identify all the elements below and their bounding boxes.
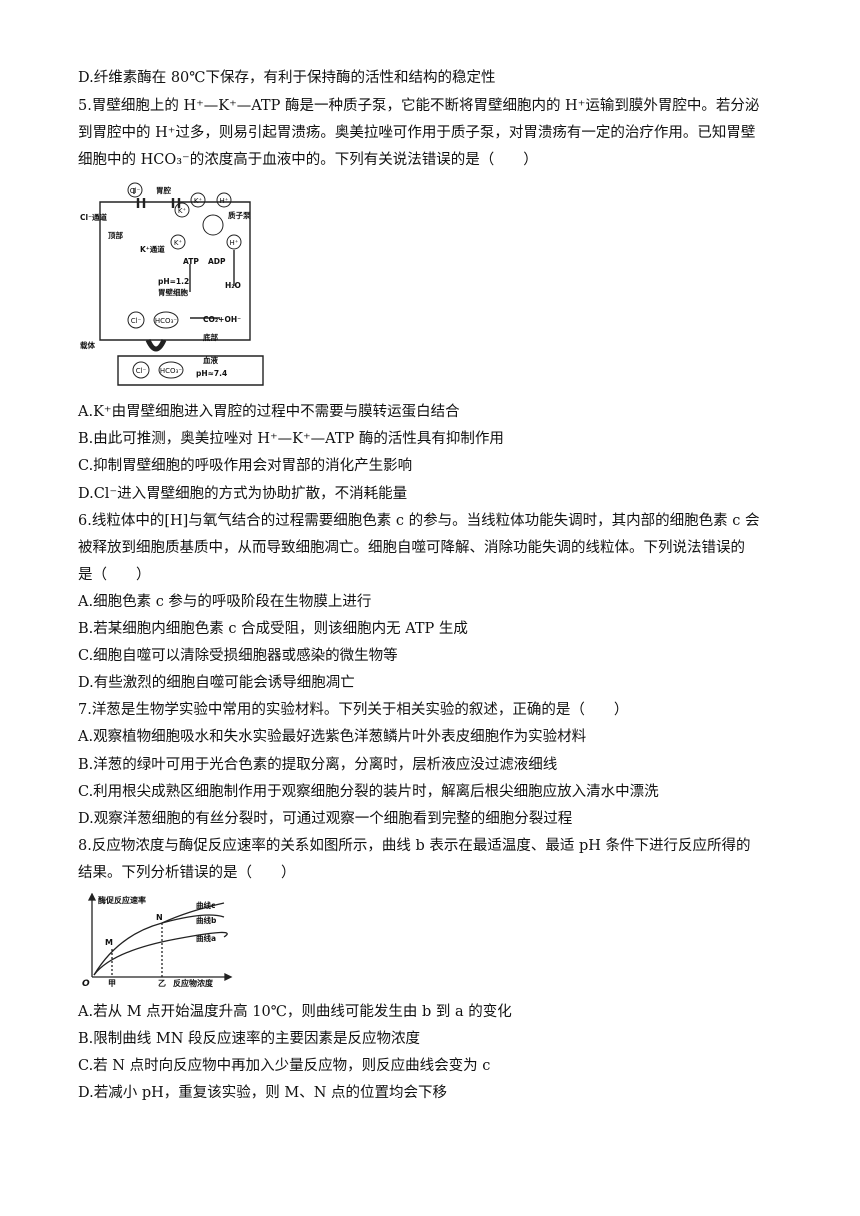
svg-text:Cl⁻: Cl⁻ <box>131 317 142 325</box>
svg-text:甲: 甲 <box>108 979 116 988</box>
svg-text:Cl⁻: Cl⁻ <box>136 367 147 375</box>
svg-text:ATP: ATP <box>183 257 199 266</box>
q7-option-d: D.观察洋葱细胞的有丝分裂时，可通过观察一个细胞看到完整的细胞分裂过程 <box>78 811 573 827</box>
svg-text:K⁺: K⁺ <box>194 197 203 205</box>
q6-stem-2: 被释放到细胞质基质中，从而导致细胞凋亡。细胞自噬可降解、消除功能失调的线粒体。下… <box>78 540 745 556</box>
svg-text:K⁺通道: K⁺通道 <box>140 244 165 254</box>
q8-option-b: B.限制曲线 MN 段反应速率的主要因素是反应物浓度 <box>78 1031 421 1047</box>
svg-text:酶促反应速率: 酶促反应速率 <box>98 895 146 905</box>
svg-text:顶部: 顶部 <box>108 230 123 240</box>
q8-stem-1: 8.反应物浓度与酶促反应速率的关系如图所示，曲线 b 表示在最适温度、最适 pH… <box>78 838 751 854</box>
curve-c <box>161 902 225 924</box>
svg-text:血液: 血液 <box>203 355 218 365</box>
svg-text:K⁺: K⁺ <box>178 207 187 215</box>
svg-text:乙: 乙 <box>158 979 166 988</box>
q8-option-d: D.若减小 pH，重复该实验，则 M、N 点的位置均会下移 <box>78 1085 448 1101</box>
cell-membrane <box>99 201 251 341</box>
svg-text:曲线b: 曲线b <box>196 915 217 925</box>
x-axis-arrow <box>224 972 233 982</box>
q5-stem-3: 细胞中的 HCO₃⁻的浓度高于血液中的。下列有关说法错误的是（ ） <box>78 152 538 168</box>
q5-option-b: B.由此可推测，奥美拉唑对 H⁺—K⁺—ATP 酶的活性具有抑制作用 <box>78 431 504 447</box>
svg-text:HCO₃⁻: HCO₃⁻ <box>160 367 182 375</box>
q6-stem-3: 是（ ） <box>78 567 151 583</box>
svg-text:HCO₃⁻: HCO₃⁻ <box>155 317 177 325</box>
q4-option-d: D.纤维素酶在 80℃下保存，有利于保持酶的活性和结构的稳定性 <box>78 70 496 86</box>
q5-stem-1: 5.胃壁细胞上的 H⁺—K⁺—ATP 酶是一种质子泵，它能不断将胃壁细胞内的 H… <box>78 98 760 114</box>
svg-text:pH≈7.4: pH≈7.4 <box>196 369 227 378</box>
svg-text:pH=1.2: pH=1.2 <box>158 277 189 286</box>
curve-a <box>93 931 228 976</box>
svg-text:H⁺: H⁺ <box>230 239 239 247</box>
y-axis-arrow <box>87 893 97 901</box>
q8-stem-2: 结果。下列分析错误的是（ ） <box>78 865 296 881</box>
q6-option-d: D.有些激烈的细胞自噬可能会诱导细胞凋亡 <box>78 675 355 691</box>
enzyme-rate-graph: 酶促反应速率 反应物浓度 O 甲 乙 M N 曲线c 曲线b 曲线a <box>82 893 233 988</box>
q5-stem-2: 到胃腔中的 H⁺过多，则易引起胃溃疡。奥美拉唑可作用于质子泵，对胃溃疡有一定的治… <box>78 125 756 141</box>
q8-option-a: A.若从 M 点开始温度升高 10℃，则曲线可能发生由 b 到 a 的变化 <box>78 1004 512 1020</box>
q7-stem: 7.洋葱是生物学实验中常用的实验材料。下列关于相关实验的叙述，正确的是（ ） <box>78 702 629 718</box>
svg-text:曲线a: 曲线a <box>196 933 216 943</box>
q6-stem-1: 6.线粒体中的[H]与氧气结合的过程需要细胞色素 c 的参与。当线粒体功能失调时… <box>78 513 760 529</box>
svg-text:CO₂+OH⁻: CO₂+OH⁻ <box>203 315 241 324</box>
svg-text:Cl⁻: Cl⁻ <box>130 187 141 195</box>
q5-option-c: C.抑制胃壁细胞的呼吸作用会对胃部的消化产生影响 <box>78 458 413 474</box>
svg-text:反应物浓度: 反应物浓度 <box>173 978 214 988</box>
svg-text:Cl⁻通道: Cl⁻通道 <box>80 212 108 222</box>
svg-text:ADP: ADP <box>208 257 226 266</box>
svg-text:H⁺: H⁺ <box>220 197 229 205</box>
blood-region <box>117 355 264 386</box>
svg-text:曲线c: 曲线c <box>196 900 215 910</box>
svg-text:H₂O: H₂O <box>225 281 241 290</box>
svg-text:载体: 载体 <box>80 340 95 350</box>
q5-option-d: D.Cl⁻进入胃壁细胞的方式为协助扩散，不消耗能量 <box>78 486 408 502</box>
q7-option-b: B.洋葱的绿叶可用于光合色素的提取分离，分离时，层析液应没过滤液细线 <box>78 757 558 773</box>
svg-text:底部: 底部 <box>203 332 218 342</box>
q6-option-a: A.细胞色素 c 参与的呼吸阶段在生物膜上进行 <box>78 594 372 610</box>
svg-text:K⁺: K⁺ <box>174 239 183 247</box>
parietal-cell-diagram: Cl⁻ K⁺ K⁺ K⁺ H⁺ H⁺ Cl⁻ HCO₃⁻ Cl⁻ HCO₃⁻ 胃… <box>80 182 264 386</box>
q5-option-a: A.K⁺由胃壁细胞进入胃腔的过程中不需要与膜转运蛋白结合 <box>78 404 460 420</box>
svg-text:质子泵: 质子泵 <box>228 210 251 220</box>
q7-option-c: C.利用根尖成熟区细胞制作用于观察细胞分裂的装片时，解离后根尖细胞应放入清水中漂… <box>78 784 659 800</box>
svg-text:N: N <box>156 913 163 922</box>
q6-option-b: B.若某细胞内细胞色素 c 合成受阻，则该细胞内无 ATP 生成 <box>78 621 468 637</box>
q6-option-c: C.细胞自噬可以清除受损细胞器或感染的微生物等 <box>78 648 398 664</box>
q7-option-a: A.观察植物细胞吸水和失水实验最好选紫色洋葱鳞片叶外表皮细胞作为实验材料 <box>78 729 587 745</box>
svg-text:O: O <box>82 979 90 988</box>
svg-text:胃腔: 胃腔 <box>156 185 171 195</box>
q8-option-c: C.若 N 点时向反应物中再加入少量反应物，则反应曲线会变为 c <box>78 1058 491 1074</box>
svg-text:M: M <box>105 938 113 947</box>
svg-text:胃壁细胞: 胃壁细胞 <box>158 287 188 297</box>
